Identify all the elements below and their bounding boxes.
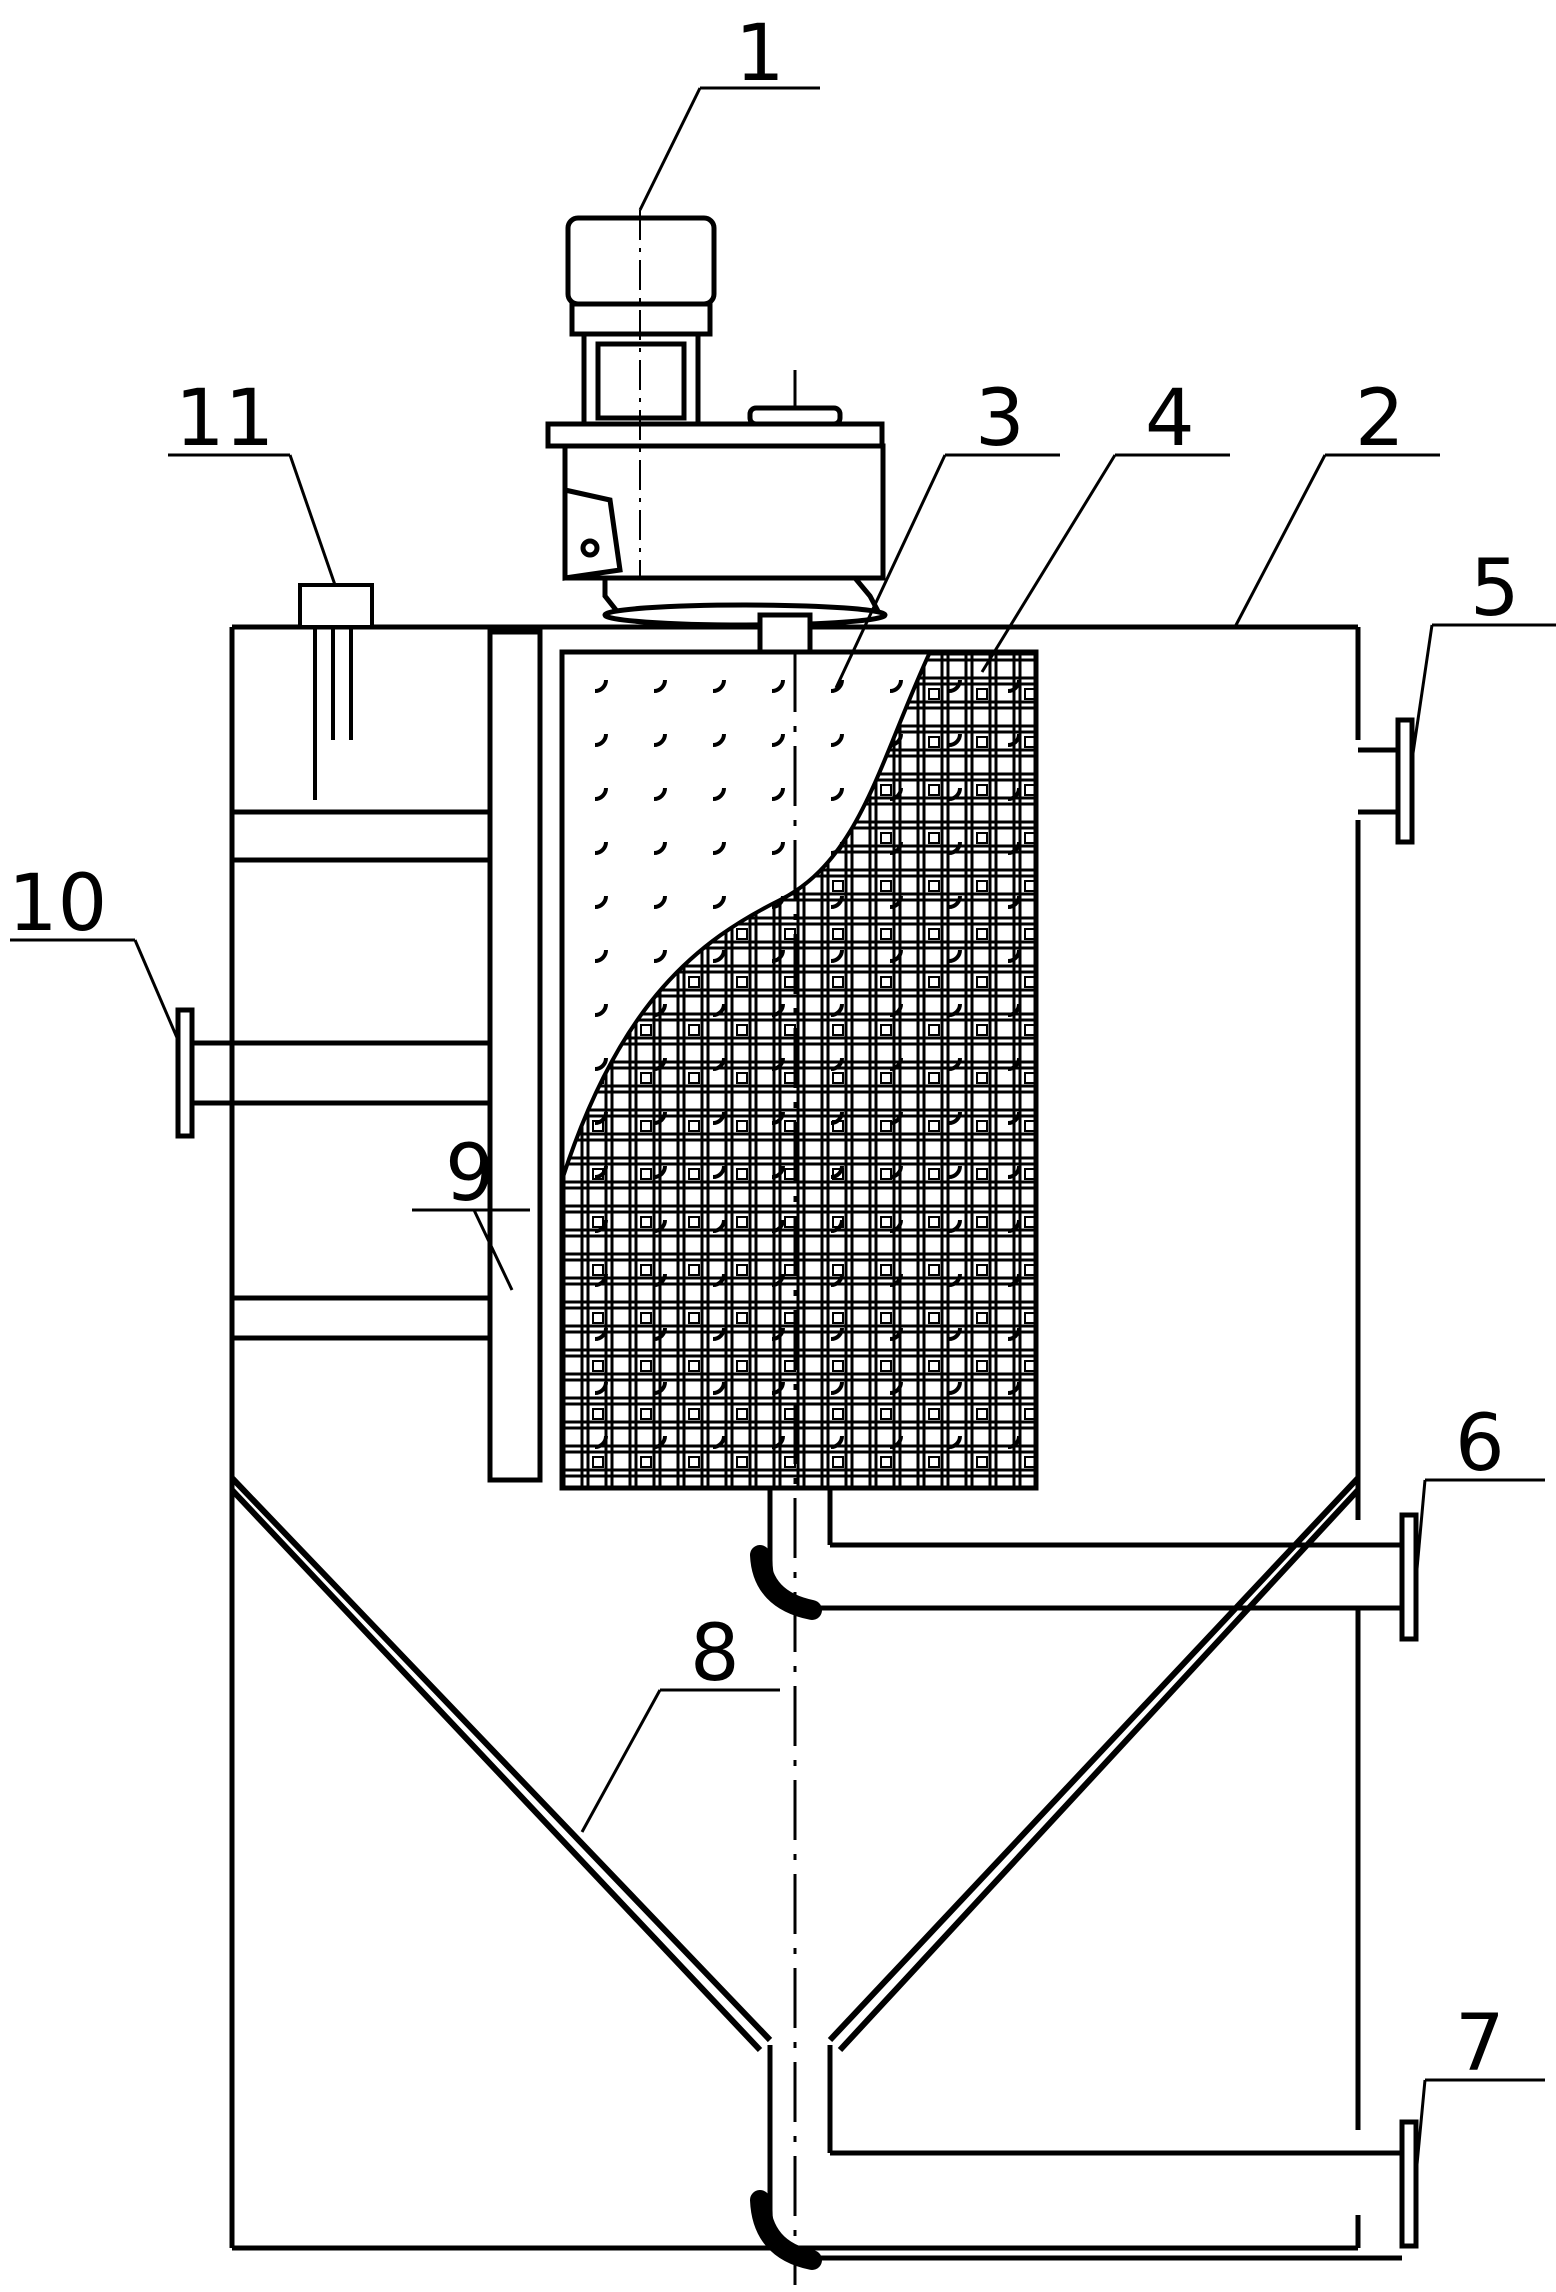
drum <box>559 649 1039 1491</box>
baffle-supports <box>232 809 490 1341</box>
outlet-pipe-bottom <box>750 2045 1419 2270</box>
label-1: 1 <box>735 9 785 99</box>
baffle-plate <box>487 629 543 1483</box>
label-3: 3 <box>975 374 1025 464</box>
label-5: 5 <box>1470 544 1520 634</box>
outlet-pipe-top <box>1358 717 1415 845</box>
label-11: 11 <box>175 374 274 464</box>
leader-lines <box>10 86 1556 2176</box>
motor <box>545 215 888 655</box>
label-8: 8 <box>690 1609 740 1699</box>
label-4: 4 <box>1145 374 1195 464</box>
label-2: 2 <box>1355 374 1405 464</box>
mesh-cutaway <box>562 652 1036 1488</box>
outlet-pipe-mid <box>750 1488 1419 1642</box>
inlet-pipe <box>175 1007 490 1139</box>
label-7: 7 <box>1455 1999 1505 2089</box>
label-10: 10 <box>8 859 107 949</box>
level-sensor <box>298 583 374 800</box>
label-9: 9 <box>445 1129 495 1219</box>
cone-bottom <box>229 1475 1361 2053</box>
label-6: 6 <box>1455 1399 1505 1489</box>
